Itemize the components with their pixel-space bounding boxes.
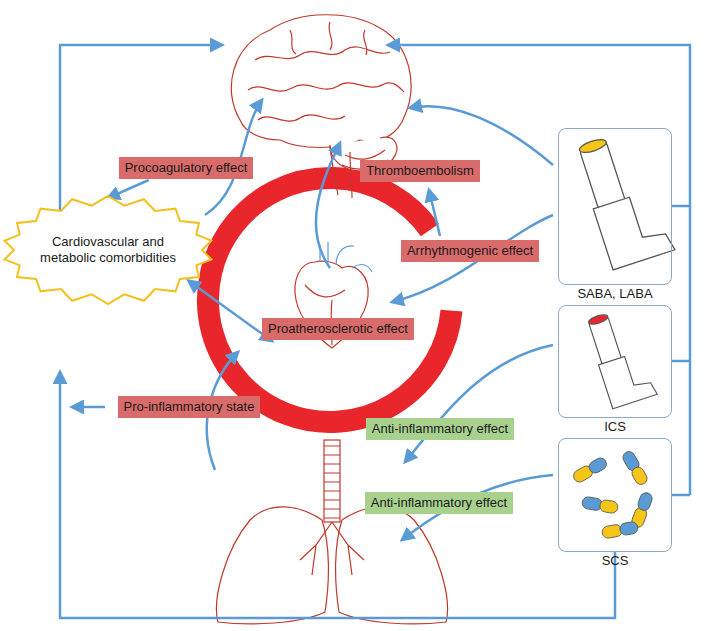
node-text: SCS (558, 553, 672, 569)
benefit-label: Anti-inflammatory effect (366, 418, 514, 440)
node-text: ICS (558, 419, 672, 435)
node-text: Anti-inflammatory effect (371, 495, 507, 511)
node-text: Arrhythmogenic effect (407, 243, 533, 259)
effect-label: Thromboembolism (360, 160, 480, 182)
effect-label: Arrhythmogenic effect (401, 240, 539, 262)
node-text: SABA, LABA (558, 286, 672, 302)
effect-label: Procoagulatory effect (119, 157, 254, 179)
heart-vessels (320, 242, 372, 272)
trachea-ring (324, 500, 340, 501)
trachea-rings (324, 446, 340, 518)
drug-frame (558, 128, 672, 285)
benefit-label: Anti-inflammatory effect (365, 492, 513, 514)
trachea-ring (324, 455, 340, 456)
effect-label: Proatherosclerotic effect (262, 318, 414, 340)
drug-frame (558, 305, 672, 418)
node-text: Anti-inflammatory effect (372, 421, 508, 437)
node-text: Procoagulatory effect (125, 160, 248, 176)
comorbidity-star: Cardiovascular and metabolic comorbiditi… (2, 195, 214, 305)
effect-label: Pro-inflammatory state (118, 396, 261, 418)
drug-box: ICS (558, 305, 672, 435)
star-shape (5, 196, 212, 304)
connector (108, 180, 149, 198)
flow-arrows (60, 45, 690, 618)
inhaler-icon (573, 127, 675, 270)
trachea-ring (324, 473, 340, 474)
trachea-ring (324, 491, 340, 492)
trachea-ring (324, 509, 340, 510)
node-text: Pro-inflammatory state (124, 399, 255, 415)
trachea-ring (324, 482, 340, 483)
drug-frame (558, 438, 672, 552)
ring (208, 178, 452, 422)
trachea-ring (324, 446, 340, 447)
node-text: Cardiovascular and metabolic comorbiditi… (24, 234, 192, 266)
trachea-ring (324, 518, 340, 519)
inhaler-icon (584, 306, 657, 409)
node-text: Thromboembolism (366, 163, 474, 179)
trachea-ring (324, 464, 340, 465)
node-text: Proatherosclerotic effect (268, 321, 408, 337)
connector (189, 281, 272, 341)
drug-box: SCS (558, 438, 672, 569)
capsules-icon (571, 449, 653, 539)
drug-box: SABA, LABA (558, 128, 672, 302)
